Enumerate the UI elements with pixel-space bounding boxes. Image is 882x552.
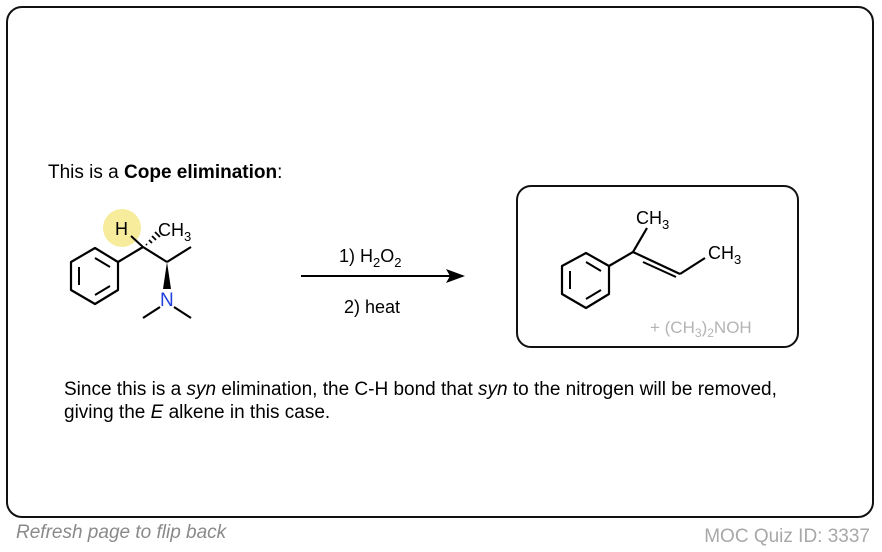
- product-benzene-ring: [560, 251, 611, 310]
- product-methyl-top: CH3: [636, 208, 669, 232]
- reaction-conditions: 1) H2O2 2) heat: [301, 246, 465, 317]
- explanation-text: Since this is a syn elimination, the C-H…: [64, 379, 777, 423]
- alkene-double-bond: [632, 251, 681, 275]
- product-box: CH3 CH3 + (CH3)2NOH: [516, 185, 799, 348]
- product-bond: [632, 227, 648, 253]
- step1-label: 1) H2O2: [339, 246, 402, 270]
- product-bond: [679, 257, 706, 275]
- n-methyl-bond: [173, 306, 192, 319]
- reaction-name: Cope elimination: [124, 162, 278, 183]
- reactant-bond: [166, 246, 192, 263]
- refresh-link[interactable]: Refresh page to flip back: [16, 522, 227, 543]
- solid-wedge: [163, 262, 171, 289]
- n-methyl-bond: [142, 306, 161, 319]
- reactant-benzene-ring: [69, 246, 120, 306]
- hashed-wedge: [145, 231, 161, 246]
- product-bond: [608, 251, 634, 267]
- reactant-bond: [142, 246, 168, 263]
- quiz-id-label: MOC Quiz ID: 3337: [704, 526, 870, 547]
- h-atom-label: H: [115, 219, 128, 239]
- c-h-bond: [130, 235, 144, 248]
- nitrogen-label: N: [160, 290, 174, 311]
- byproduct-label: + (CH3)2NOH: [650, 318, 752, 340]
- intro-text: This is a Cope elimination:: [48, 162, 283, 183]
- reaction-arrowhead: [446, 269, 465, 283]
- reactant-bond: [117, 246, 144, 263]
- reactant-methyl-label: CH3: [158, 220, 191, 244]
- product-methyl-right: CH3: [708, 243, 741, 267]
- reactant-molecule: H CH3 N: [69, 209, 192, 319]
- step2-label: 2) heat: [344, 297, 400, 317]
